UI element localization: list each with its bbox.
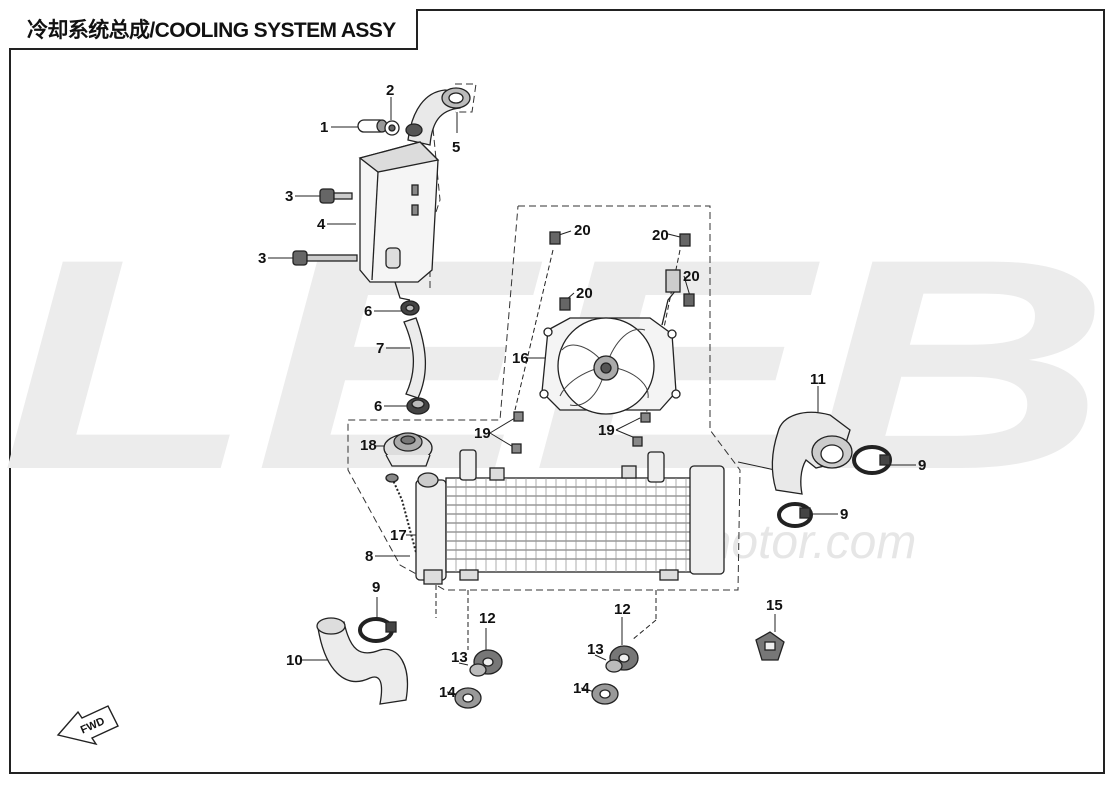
part-15-clip — [755, 631, 785, 661]
fwd-direction-marker: FWD — [56, 705, 119, 746]
callout-20-a: 20 — [574, 222, 591, 239]
callout-17: 17 — [390, 527, 407, 544]
part-16-cooling-fan — [539, 269, 681, 415]
callout-20-b: 20 — [652, 227, 669, 244]
callout-8: 8 — [365, 548, 373, 565]
part-19-clip-a — [513, 411, 524, 422]
callout-20-d: 20 — [576, 285, 593, 302]
part-5-upper-hose — [405, 87, 471, 146]
callout-6-upper: 6 — [364, 303, 372, 320]
callout-9-upper-right: 9 — [918, 457, 926, 474]
part-10-radiator-hose — [316, 617, 408, 705]
callout-14-right: 14 — [573, 680, 590, 697]
callout-3-upper: 3 — [285, 188, 293, 205]
part-13-bushing-a — [469, 663, 487, 677]
callout-9-lower-right: 9 — [840, 506, 848, 523]
part-6-clamp-upper — [400, 300, 420, 316]
part-17-drain-plug-wire — [385, 473, 419, 561]
part-14-washer-b — [591, 683, 619, 705]
part-18-radiator-cap — [383, 432, 433, 467]
part-20-screws — [549, 231, 695, 311]
callout-14-left: 14 — [439, 684, 456, 701]
radiator-fins — [446, 486, 692, 560]
radiator-group-outline — [347, 205, 741, 591]
part-8-radiator — [415, 449, 725, 585]
part-3-bolt-lower — [292, 250, 358, 266]
part-3-bolt-upper — [319, 188, 353, 204]
callout-3-lower: 3 — [258, 250, 266, 267]
callout-6-lower: 6 — [374, 398, 382, 415]
callout-9-left: 9 — [372, 579, 380, 596]
part-4-reservoir-tank — [358, 141, 440, 301]
hose-bracket-outline — [455, 83, 477, 113]
callout-11: 11 — [810, 371, 826, 388]
part-11-lower-hose — [771, 411, 853, 495]
part-9-clamp-b — [777, 502, 813, 528]
part-19-clip-b — [511, 443, 522, 454]
callout-18: 18 — [360, 437, 377, 454]
callout-13-left: 13 — [451, 649, 468, 666]
part-19-clip-d — [632, 436, 643, 447]
callout-10: 10 — [286, 652, 303, 669]
part-9-clamp-c — [358, 617, 397, 643]
part-1-bolt — [357, 119, 388, 133]
callout-15: 15 — [766, 597, 783, 614]
part-19-clip-c — [640, 412, 651, 423]
title-box: 冷却系统总成/COOLING SYSTEM ASSY — [9, 9, 418, 50]
part-7-overflow-hose — [403, 317, 427, 399]
callout-20-c: 20 — [683, 268, 700, 285]
part-9-clamp-a — [852, 445, 892, 475]
callout-5: 5 — [452, 139, 460, 156]
callout-labels: 1 2 3 4 3 5 6 7 6 18 17 8 9 10 16 19 19 … — [258, 82, 926, 701]
callout-16: 16 — [512, 350, 529, 367]
part-2-clamp — [384, 120, 400, 136]
part-14-washer-a — [454, 687, 482, 709]
callout-12-left: 12 — [479, 610, 496, 627]
part-6-clamp-lower — [406, 397, 430, 415]
callout-1: 1 — [320, 119, 328, 136]
callout-19-right: 19 — [598, 422, 615, 439]
fwd-arrow-icon — [56, 705, 119, 746]
callout-12-right: 12 — [614, 601, 631, 618]
callout-4: 4 — [317, 216, 326, 233]
callout-13-right: 13 — [587, 641, 604, 658]
callout-7: 7 — [376, 340, 384, 357]
diagram-frame — [9, 9, 1105, 774]
callout-19-left: 19 — [474, 425, 491, 442]
part-13-bushing-b — [605, 659, 623, 673]
callout-2: 2 — [386, 82, 394, 99]
page-title: 冷却系统总成/COOLING SYSTEM ASSY — [27, 18, 396, 42]
parts — [292, 87, 892, 709]
radiator-core-lines — [455, 478, 687, 572]
